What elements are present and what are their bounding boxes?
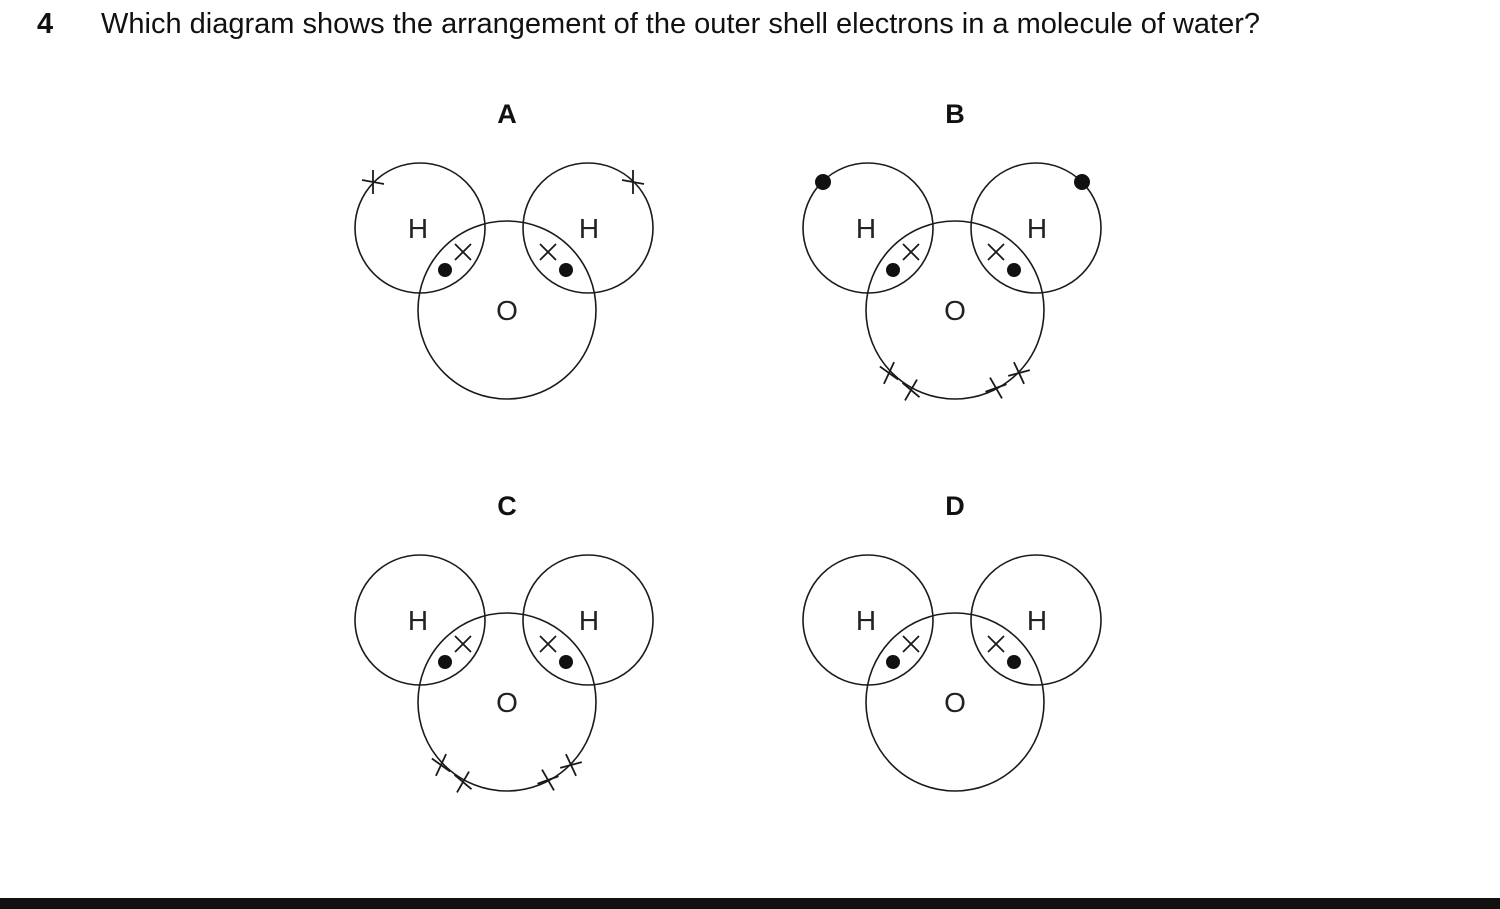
oxygen-shell — [865, 612, 1045, 792]
oxygen-symbol: O — [944, 687, 966, 718]
right-hydrogen-shell — [522, 554, 654, 686]
lone-pair-cross-3 — [979, 371, 1013, 405]
right-hydrogen-symbol: H — [579, 213, 599, 244]
option-label: B — [945, 99, 965, 129]
lone-pair-cross-4 — [1003, 356, 1035, 390]
bond-electron-cross-right — [539, 635, 557, 653]
oxygen-symbol: O — [496, 687, 518, 718]
bond-electron-dot-left — [438, 655, 452, 669]
option-label: A — [497, 99, 517, 129]
lone-pair-cross-2 — [446, 765, 480, 799]
bond-electron-dot-right — [1007, 655, 1021, 669]
lone-pair-cross-4 — [555, 748, 587, 782]
bond-electron-dot-left — [886, 263, 900, 277]
lone-pair-cross-1 — [425, 748, 457, 782]
bond-electron-cross-left — [902, 243, 920, 261]
bond-electron-dot-right — [1007, 263, 1021, 277]
bond-electron-cross-right — [987, 635, 1005, 653]
option-label: D — [945, 491, 965, 521]
option-label: C — [497, 491, 517, 521]
bond-electron-dot-left — [438, 263, 452, 277]
lone-pair-cross-3 — [531, 763, 565, 797]
left-hydrogen-symbol: H — [856, 605, 876, 636]
bond-electron-cross-left — [902, 635, 920, 653]
oxygen-symbol: O — [944, 295, 966, 326]
option-c[interactable]: C H H O — [354, 491, 654, 799]
left-hydrogen-symbol: H — [408, 605, 428, 636]
oxygen-shell — [865, 220, 1045, 400]
left-hydrogen-symbol: H — [856, 213, 876, 244]
option-a[interactable]: A H H O — [354, 99, 654, 400]
oxygen-shell — [417, 612, 597, 792]
right-hydrogen-symbol: H — [1027, 605, 1047, 636]
page-footer-bar — [0, 898, 1500, 909]
lone-pair-cross-2 — [894, 373, 928, 407]
question-text: Which diagram shows the arrangement of t… — [101, 8, 1260, 40]
option-d[interactable]: D H H O — [802, 491, 1102, 792]
right-hydrogen-shell — [970, 554, 1102, 686]
question-number: 4 — [37, 8, 54, 40]
oxygen-shell — [417, 220, 597, 400]
bond-electron-cross-right — [539, 243, 557, 261]
right-hydrogen-symbol: H — [579, 605, 599, 636]
hydrogen-outer-dot-left — [815, 174, 831, 190]
left-hydrogen-symbol: H — [408, 213, 428, 244]
bond-electron-cross-left — [454, 243, 472, 261]
bond-electron-dot-right — [559, 263, 573, 277]
bond-electron-dot-left — [886, 655, 900, 669]
right-hydrogen-shell — [522, 162, 654, 294]
right-hydrogen-symbol: H — [1027, 213, 1047, 244]
bond-electron-dot-right — [559, 655, 573, 669]
bond-electron-cross-right — [987, 243, 1005, 261]
right-hydrogen-shell — [970, 162, 1102, 294]
bond-electron-cross-left — [454, 635, 472, 653]
option-b[interactable]: B H H O — [802, 99, 1102, 407]
hydrogen-outer-cross-left — [361, 169, 385, 195]
lone-pair-cross-1 — [873, 356, 905, 390]
hydrogen-outer-dot-right — [1074, 174, 1090, 190]
oxygen-symbol: O — [496, 295, 518, 326]
